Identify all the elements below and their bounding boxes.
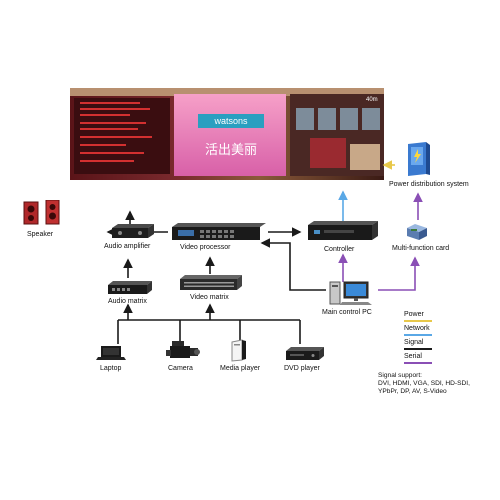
main-control-pc-label: Main control PC (322, 309, 372, 316)
signal-support-line2: YPbPr, DP, AV, S-Video (378, 388, 447, 395)
media-player-icon (230, 338, 248, 362)
led-screen-photo: watsons 活出美丽 40m (70, 88, 384, 180)
legend-label-power: Power (404, 311, 424, 318)
controller-label: Controller (324, 246, 355, 253)
signal-support-line1: DVI, HDMI, VGA, SDI, HD-SDI, (378, 380, 470, 387)
camera-icon (164, 340, 200, 362)
signal-support-title: Signal support: (378, 372, 422, 379)
signal-support: Signal support: DVI, HDMI, VGA, SDI, HD-… (378, 372, 470, 396)
speaker-icon (22, 199, 62, 226)
power-distribution-icon (404, 140, 432, 178)
controller-icon (306, 220, 378, 242)
legend-swatch-power (404, 320, 432, 322)
media-player-label: Media player (220, 365, 261, 372)
multi-function-card-icon (405, 222, 429, 242)
legend-label-signal: Signal (404, 339, 424, 346)
dvd-player-label: DVD player (284, 365, 320, 372)
multi-function-card-label: Multi-function card (392, 245, 450, 252)
power-distribution-label: Power distribution system (389, 181, 469, 188)
video-processor-icon (170, 222, 266, 242)
legend-swatch-network (404, 334, 432, 336)
camera-label: Camera (168, 365, 193, 372)
video-matrix-label: Video matrix (190, 294, 229, 301)
audio-matrix-label: Audio matrix (108, 298, 147, 305)
speaker-label: Speaker (27, 231, 54, 238)
laptop-icon (96, 345, 126, 361)
corner-text: 40m (366, 97, 378, 103)
chinese-sign-text: 活出美丽 (205, 143, 257, 158)
legend-swatch-serial (404, 362, 432, 364)
audio-amplifier-icon (110, 222, 154, 240)
store-sign-text: watsons (213, 116, 248, 126)
legend-swatch-signal (404, 348, 432, 350)
audio-amplifier-label: Audio amplifier (104, 243, 151, 250)
audio-matrix-icon (106, 280, 152, 296)
laptop-label: Laptop (100, 365, 122, 372)
video-matrix-icon (178, 274, 242, 292)
video-processor-label: Video processor (180, 244, 231, 251)
legend-label-serial: Serial (404, 353, 422, 360)
dvd-player-icon (284, 346, 324, 362)
main-control-pc-icon (328, 280, 374, 306)
legend-label-network: Network (404, 325, 430, 332)
